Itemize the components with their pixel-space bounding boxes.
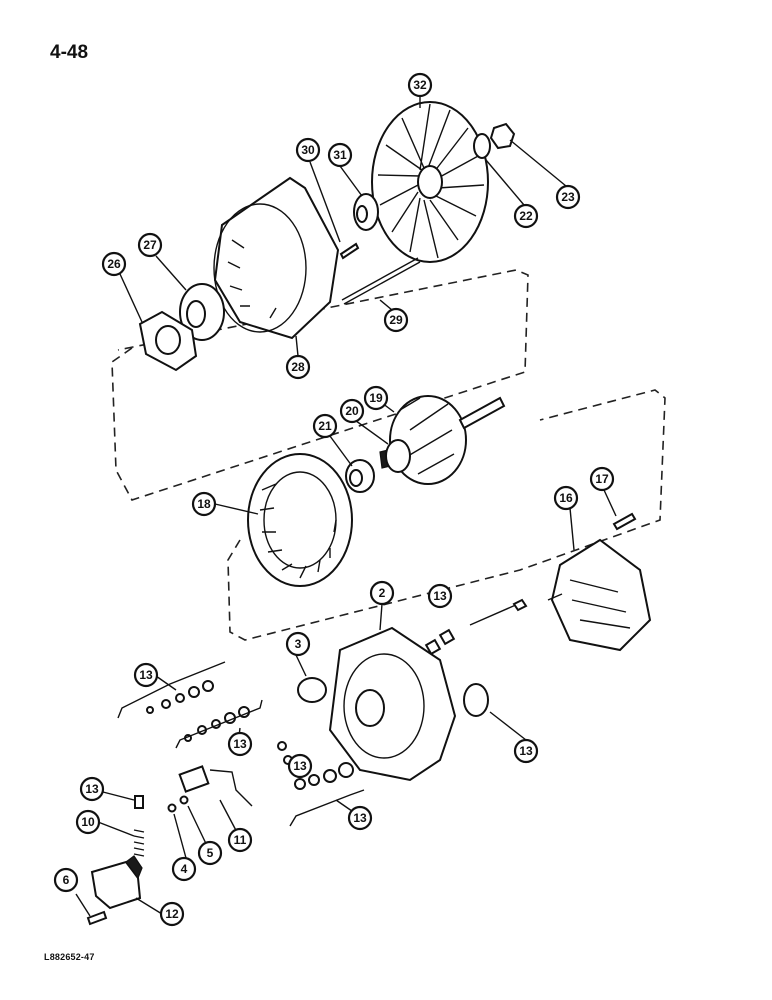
svg-text:18: 18 xyxy=(197,497,211,511)
svg-text:13: 13 xyxy=(433,589,447,603)
callout-26: 26 xyxy=(101,251,127,277)
svg-text:4: 4 xyxy=(181,862,188,876)
through-bolt-part xyxy=(341,257,421,305)
slip-ring-part xyxy=(385,439,411,473)
svg-text:29: 29 xyxy=(389,313,403,327)
callout-13-bottom: 13 xyxy=(347,805,373,831)
screw-part xyxy=(167,803,177,813)
rotor-assembly-dashed-outline xyxy=(111,269,529,501)
callout-31: 31 xyxy=(327,142,353,168)
svg-text:17: 17 xyxy=(595,472,609,486)
bearing-part xyxy=(353,193,379,231)
svg-text:30: 30 xyxy=(301,143,315,157)
drawing-reference-code: L882652-47 xyxy=(44,952,95,962)
regulator-screw-part xyxy=(86,910,108,926)
svg-text:10: 10 xyxy=(81,815,95,829)
svg-text:21: 21 xyxy=(318,419,332,433)
callout-19: 19 xyxy=(363,385,389,411)
lock-washer-part xyxy=(179,795,189,805)
rectifier-screw-part xyxy=(612,512,637,531)
pin-part xyxy=(339,242,360,260)
callout-13-bushing: 13 xyxy=(513,738,539,764)
callout-6: 5 xyxy=(197,840,223,866)
drive-bearing-part xyxy=(179,283,225,341)
callout-22: 22 xyxy=(513,203,539,229)
callout-10: 13 xyxy=(79,776,105,802)
brush-part xyxy=(134,795,144,809)
callout-13-lower-left: 13 xyxy=(227,731,253,757)
callout-16: 16 xyxy=(553,485,579,511)
washer-set-part xyxy=(146,680,354,790)
rectifier-part xyxy=(547,538,652,652)
callout-18: 18 xyxy=(191,491,217,517)
retainer-plate-part xyxy=(138,310,198,372)
leader-lines xyxy=(75,96,617,917)
svg-text:13: 13 xyxy=(85,782,99,796)
callout-11: 10 xyxy=(75,809,101,835)
svg-text:13: 13 xyxy=(139,668,153,682)
callout-23: 23 xyxy=(555,184,581,210)
svg-text:23: 23 xyxy=(561,190,575,204)
callout-12: 6 xyxy=(53,867,79,893)
svg-text:11: 11 xyxy=(234,833,247,847)
callout-17: 17 xyxy=(589,466,615,492)
bushing-part xyxy=(463,683,489,717)
svg-text:16: 16 xyxy=(559,491,573,505)
svg-text:27: 27 xyxy=(143,238,157,252)
callout-20: 20 xyxy=(339,398,365,424)
rear-housing-part xyxy=(328,626,457,782)
callout-13-upper-left: 13 xyxy=(133,662,159,688)
svg-text:3: 3 xyxy=(295,637,302,651)
svg-text:20: 20 xyxy=(345,404,359,418)
svg-text:19: 19 xyxy=(369,391,383,405)
svg-text:13: 13 xyxy=(353,811,367,825)
drive-end-housing-part xyxy=(213,176,340,340)
callout-13-center: 13 xyxy=(287,753,313,779)
rotor-bearing-part xyxy=(345,459,375,493)
svg-text:12: 12 xyxy=(165,907,179,921)
callout-27: 27 xyxy=(137,232,163,258)
voltage-regulator-part xyxy=(90,855,143,910)
fan-part xyxy=(371,101,489,263)
svg-text:5: 5 xyxy=(207,846,214,860)
nut-part xyxy=(489,122,516,150)
svg-text:13: 13 xyxy=(233,737,247,751)
svg-text:13: 13 xyxy=(293,759,307,773)
callout-13-terminal: 13 xyxy=(427,583,453,609)
capacitor-part xyxy=(178,765,253,807)
svg-text:26: 26 xyxy=(107,257,121,271)
page-number: 4-48 xyxy=(50,42,89,63)
callout-3: 3 xyxy=(285,631,311,657)
callout-28: 28 xyxy=(285,354,311,380)
callout-2: 2 xyxy=(369,580,395,606)
callout-9: 12 xyxy=(159,901,185,927)
callout-32: 32 xyxy=(407,72,433,98)
svg-text:6: 6 xyxy=(63,873,70,887)
svg-text:13: 13 xyxy=(519,744,533,758)
svg-text:28: 28 xyxy=(291,360,305,374)
callout-4: 11 xyxy=(227,827,253,853)
stator-assembly-dashed-outline xyxy=(227,389,666,641)
stator-part xyxy=(247,453,353,587)
callout-5: 4 xyxy=(171,856,197,882)
washer-part xyxy=(473,133,491,159)
callout-30: 30 xyxy=(295,137,321,163)
callout-29: 29 xyxy=(383,307,409,333)
spacer-part xyxy=(297,677,327,703)
washer-bracket-lines xyxy=(117,661,365,827)
svg-text:31: 31 xyxy=(333,148,347,162)
svg-text:2: 2 xyxy=(379,586,386,600)
brush-spring-part xyxy=(133,829,145,857)
terminal-hardware-part xyxy=(424,598,528,656)
svg-text:32: 32 xyxy=(413,78,427,92)
callout-21: 21 xyxy=(312,413,338,439)
svg-text:22: 22 xyxy=(519,209,533,223)
